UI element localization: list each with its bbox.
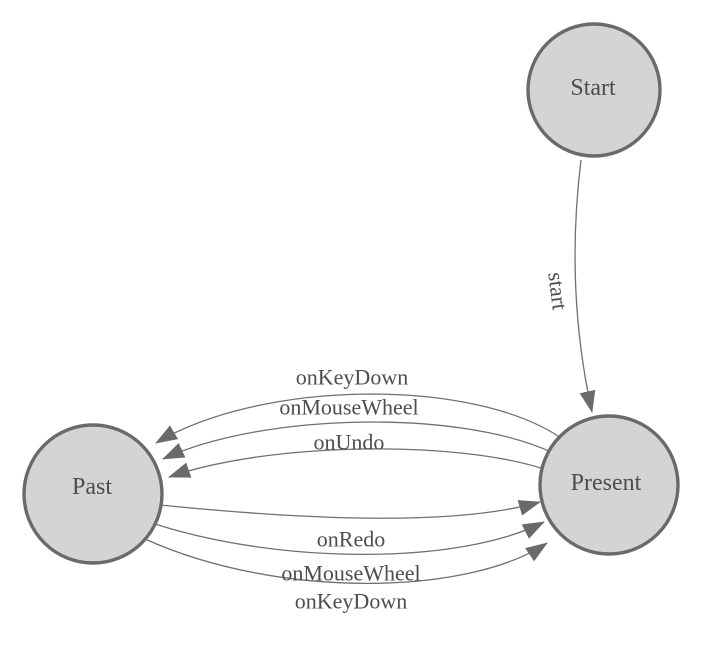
state-circle-present[interactable] <box>538 414 680 556</box>
state-circle-start[interactable] <box>526 22 662 158</box>
transition-label-onundo: onUndo <box>314 430 385 455</box>
transition-label-start: start <box>543 271 572 312</box>
transition-onredo-to-present[interactable] <box>159 500 541 519</box>
transition-labels: start onKeyDown onMouseWheel onUndo onRe… <box>279 271 572 614</box>
transition-label-onredo: onRedo <box>317 527 385 552</box>
state-label-present: Present <box>571 470 642 496</box>
transitions <box>144 159 596 584</box>
state-circle-past[interactable] <box>22 423 164 565</box>
transition-onkeydown-to-present[interactable] <box>144 538 548 584</box>
transition-onmousewheel-to-past[interactable] <box>162 421 552 460</box>
state-label-start: Start <box>570 75 616 101</box>
transition-start[interactable] <box>574 159 596 413</box>
state-node-present[interactable]: Present <box>538 414 680 556</box>
transition-label-onmousewheel-top: onMouseWheel <box>279 395 418 420</box>
state-node-past[interactable]: Past <box>22 423 164 565</box>
state-nodes: Start Present Past <box>22 22 680 565</box>
transition-onmousewheel-to-present[interactable] <box>151 521 545 555</box>
state-label-past: Past <box>72 474 112 500</box>
state-node-start[interactable]: Start <box>526 22 662 158</box>
transition-onundo-to-past[interactable] <box>168 448 545 478</box>
transition-onkeydown-to-past[interactable] <box>155 393 559 444</box>
transition-label-onmousewheel-bottom: onMouseWheel <box>281 561 420 586</box>
transition-label-onkeydown-bottom: onKeyDown <box>295 589 407 614</box>
transition-label-onkeydown-top: onKeyDown <box>296 365 408 390</box>
